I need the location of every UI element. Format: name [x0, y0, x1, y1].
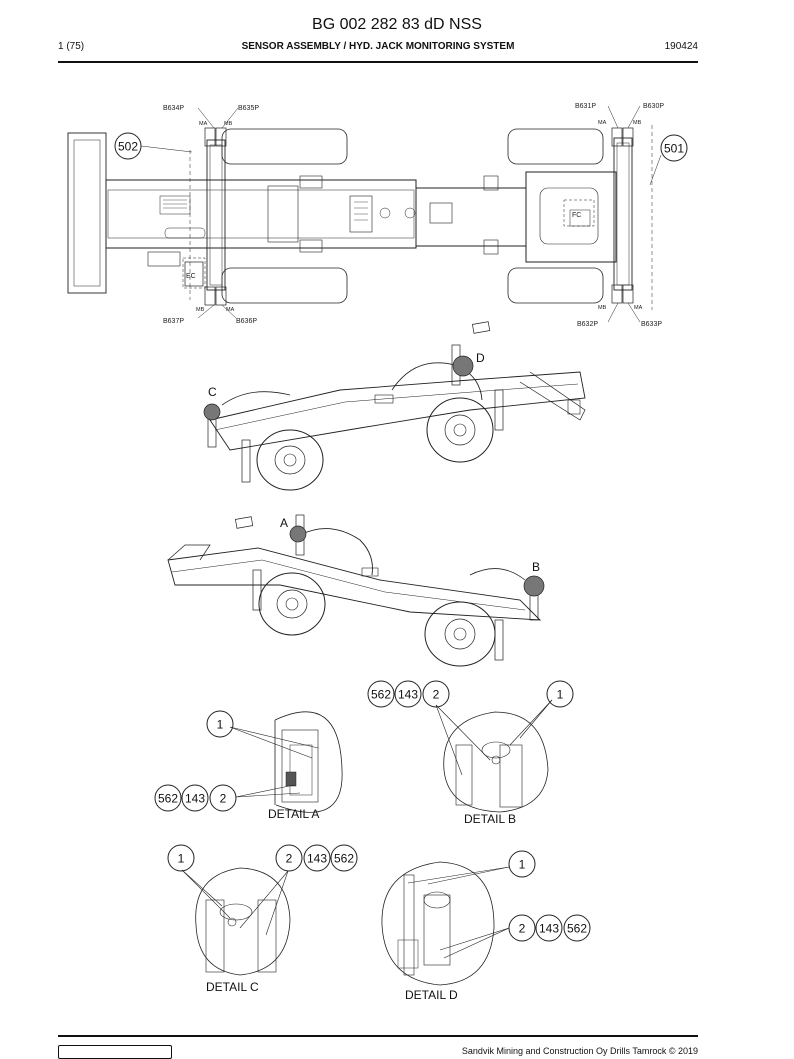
detail-b-bubble-143: 143 [398, 688, 418, 702]
callout-bubble-502: 502 [118, 140, 138, 154]
brand-logo [58, 1045, 172, 1059]
footer-rule [58, 1035, 698, 1037]
detail-a-bubble-143: 143 [185, 792, 205, 806]
port-label-mb: MB [224, 121, 233, 127]
port-label-mb: MB [196, 307, 205, 313]
box-label-fc: FC [572, 212, 581, 219]
detail-d: 1 2 143 562 DETAIL D [381, 850, 591, 1002]
callout-bubble-501: 501 [664, 142, 684, 156]
footer-copyright: Sandvik Mining and Construction Oy Drill… [461, 1046, 698, 1056]
detail-c-bubble-562: 562 [334, 852, 354, 866]
detail-c: 1 2 143 562 DETAIL C [167, 844, 358, 994]
sensor-label-b630p: B630P [643, 103, 664, 110]
detail-c-bubble-2: 2 [286, 852, 293, 866]
detail-c-bubble-143: 143 [307, 852, 327, 866]
iso-label-b: B [532, 560, 540, 574]
detail-a-title: DETAIL A [268, 807, 319, 821]
document-title: BG 002 282 83 dD NSS [312, 16, 482, 33]
iso-label-a: A [280, 516, 288, 530]
detail-b-bubble-2: 2 [433, 688, 440, 702]
detail-d-bubble-1: 1 [519, 858, 526, 872]
port-label-ma: MA [226, 307, 235, 313]
port-label-ma: MA [598, 120, 607, 126]
sensor-label-b636p: B636P [236, 318, 257, 325]
detail-b-bubble-562: 562 [371, 688, 391, 702]
sensor-label-b634p: B634P [163, 105, 184, 112]
detail-d-bubble-562: 562 [567, 922, 587, 936]
box-label-ec: EC [186, 273, 196, 280]
sensor-label-b635p: B635P [238, 105, 259, 112]
detail-b-title: DETAIL B [464, 812, 516, 826]
port-label-mb: MB [598, 305, 607, 311]
sensor-label-b633p: B633P [641, 321, 662, 328]
iso-view-upper: C D [203, 321, 586, 491]
iso-label-d: D [476, 351, 485, 365]
port-label-ma: MA [634, 305, 643, 311]
document-date: 190424 [664, 41, 698, 52]
detail-c-title: DETAIL C [206, 980, 259, 994]
sensor-label-b631p: B631P [575, 103, 596, 110]
sensor-label-b637p: B637P [163, 318, 184, 325]
sensor-label-b632p: B632P [577, 321, 598, 328]
detail-d-bubble-2: 2 [519, 922, 526, 936]
detail-a-bubble-562: 562 [158, 792, 178, 806]
detail-a-bubble-1: 1 [217, 718, 224, 732]
detail-a: 1 562 143 2 DETAIL A [154, 710, 343, 821]
port-label-mb: MB [633, 120, 642, 126]
port-label-ma: MA [199, 121, 208, 127]
plan-view-labels: B634P B635P B631P B630P B637P B636P B632… [114, 103, 688, 328]
iso-view-lower: A B [167, 514, 545, 667]
detail-b: 562 143 2 1 DETAIL B [367, 680, 574, 826]
detail-c-bubble-1: 1 [178, 852, 185, 866]
plan-view-chassis [67, 105, 662, 323]
iso-label-c: C [208, 385, 217, 399]
header-rule [58, 61, 698, 63]
detail-a-bubble-2: 2 [220, 792, 227, 806]
detail-b-bubble-1: 1 [557, 688, 564, 702]
detail-d-title: DETAIL D [405, 988, 458, 1002]
document-subtitle: SENSOR ASSEMBLY / HYD. JACK MONITORING S… [241, 41, 515, 52]
page-number: 1 (75) [58, 41, 85, 52]
detail-d-bubble-143: 143 [539, 922, 559, 936]
